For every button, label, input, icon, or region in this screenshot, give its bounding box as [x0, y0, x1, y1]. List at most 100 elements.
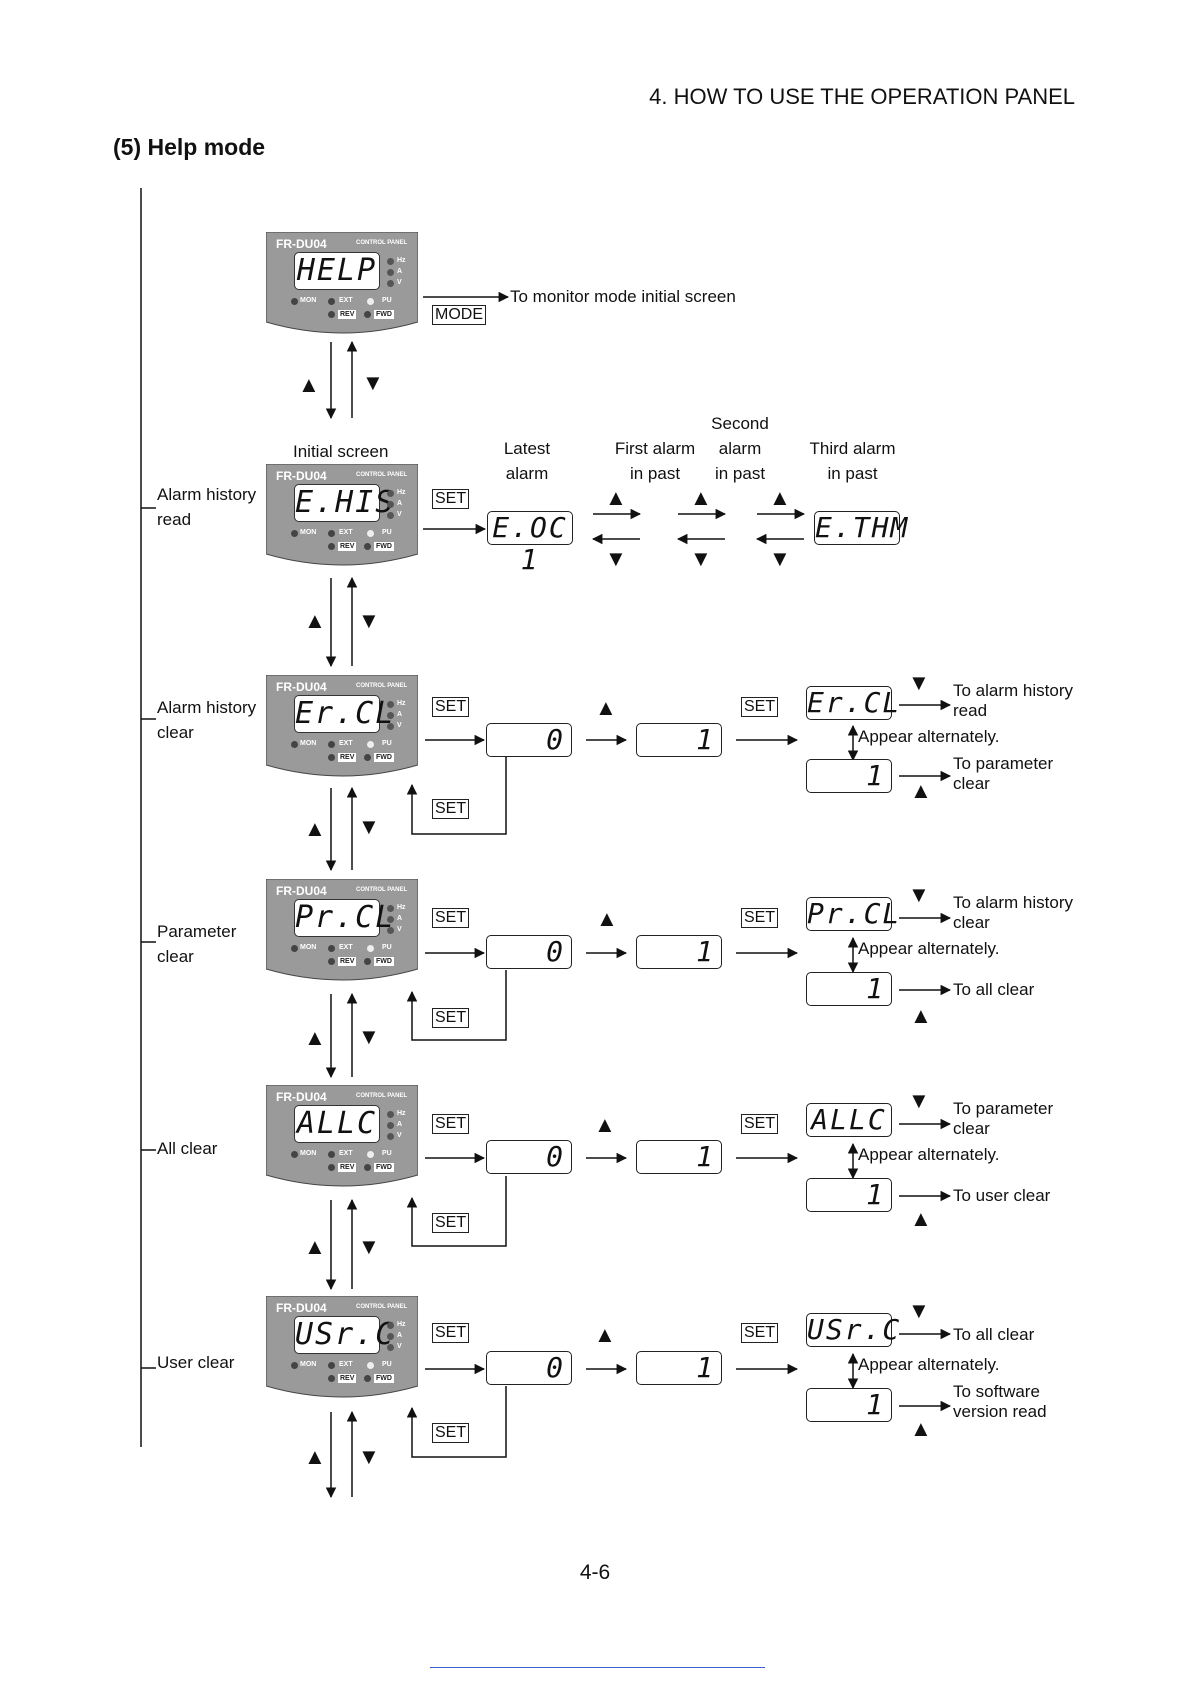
footer-rule	[430, 1667, 765, 1668]
down-key-icon[interactable]: ▼	[605, 546, 627, 571]
set-key[interactable]: SET	[432, 697, 470, 717]
down-key-icon[interactable]: ▼	[358, 608, 380, 633]
led-fwd	[364, 543, 371, 550]
value-display-one: 1	[636, 723, 722, 757]
up-key-icon[interactable]: ▲	[605, 485, 627, 510]
set-key[interactable]: SET	[432, 799, 470, 819]
fwd-key[interactable]: FWD	[374, 753, 394, 762]
led-pu	[367, 298, 374, 305]
to-parameter-clear-note-2: clear	[953, 1119, 990, 1138]
up-key-icon[interactable]: ▲	[304, 608, 326, 633]
down-key-icon[interactable]: ▼	[769, 546, 791, 571]
value-one-text: 1	[696, 1351, 715, 1384]
down-key-icon[interactable]: ▼	[358, 814, 380, 839]
panel-model-label: FR-DU04	[276, 884, 327, 898]
rev-key[interactable]: REV	[338, 1163, 357, 1172]
up-key-icon[interactable]: ▲	[596, 906, 618, 931]
set-key[interactable]: SET	[432, 1323, 470, 1343]
down-key-icon[interactable]: ▼	[690, 546, 712, 571]
indicator-ext: EXT	[339, 1150, 353, 1157]
set-key[interactable]: SET	[741, 1323, 779, 1343]
section-title: (5) Help mode	[113, 134, 266, 160]
down-key-icon[interactable]: ▼	[908, 1298, 930, 1323]
panel-display-text: HELP	[296, 253, 378, 288]
led-a	[387, 269, 394, 276]
set-key[interactable]: SET	[432, 908, 470, 928]
down-key-icon[interactable]: ▼	[358, 1234, 380, 1259]
led-fwd	[364, 958, 371, 965]
led-a	[387, 1122, 394, 1129]
led-v	[387, 927, 394, 934]
up-key-icon[interactable]: ▲	[304, 1025, 326, 1050]
to-all-clear-note: To all clear	[953, 980, 1035, 999]
confirm-display: USr.C	[806, 1313, 899, 1347]
led-rev	[328, 754, 335, 761]
set-key[interactable]: SET	[741, 1114, 779, 1134]
up-key-icon[interactable]: ▲	[304, 1234, 326, 1259]
rev-key[interactable]: REV	[338, 310, 357, 319]
confirm-display-text: ALLC	[811, 1103, 887, 1136]
up-key-icon[interactable]: ▲	[298, 372, 320, 397]
up-key-icon[interactable]: ▲	[910, 1416, 932, 1441]
set-key[interactable]: SET	[432, 1423, 470, 1443]
rev-key[interactable]: REV	[338, 542, 357, 551]
led-pu	[367, 530, 374, 537]
mode-key[interactable]: MODE	[432, 305, 486, 325]
down-key-icon[interactable]: ▼	[362, 370, 384, 395]
rev-key[interactable]: REV	[338, 1374, 357, 1383]
up-key-icon[interactable]: ▲	[304, 1444, 326, 1469]
set-key[interactable]: SET	[741, 908, 779, 928]
up-key-icon[interactable]: ▲	[304, 816, 326, 841]
operation-panel-alarm-history-read: FR-DU04 CONTROL PANEL E.HIS Hz A V MON E…	[266, 464, 418, 574]
fwd-key[interactable]: FWD	[374, 1374, 394, 1383]
rev-key[interactable]: REV	[338, 753, 357, 762]
fwd-key[interactable]: FWD	[374, 310, 394, 319]
fwd-key[interactable]: FWD	[374, 542, 394, 551]
panel-model-label: FR-DU04	[276, 469, 327, 483]
down-key-icon[interactable]: ▼	[908, 1088, 930, 1113]
set-key[interactable]: SET	[432, 489, 470, 509]
confirm-display: Pr.CL	[806, 897, 899, 931]
indicator-v: V	[397, 926, 402, 933]
up-key-icon[interactable]: ▲	[910, 1206, 932, 1231]
operation-panel-alarm-history-clear: FR-DU04 CONTROL PANEL Er.CL Hz A V MON E…	[266, 675, 418, 785]
indicator-pu: PU	[382, 297, 392, 304]
value-display-one: 1	[636, 1351, 722, 1385]
set-key[interactable]: SET	[432, 1114, 470, 1134]
page-number: 4-6	[579, 1561, 611, 1584]
set-key[interactable]: SET	[432, 1213, 470, 1233]
panel-subtitle: CONTROL PANEL	[356, 1304, 408, 1310]
up-key-icon[interactable]: ▲	[690, 485, 712, 510]
down-key-icon[interactable]: ▼	[358, 1444, 380, 1469]
led-a	[387, 712, 394, 719]
up-key-icon[interactable]: ▲	[910, 1003, 932, 1028]
to-parameter-clear-note-1: To parameter	[953, 754, 1054, 773]
set-key[interactable]: SET	[741, 697, 779, 717]
up-key-icon[interactable]: ▲	[594, 1112, 616, 1137]
led-ext	[328, 945, 335, 952]
indicator-ext: EXT	[339, 297, 353, 304]
rev-key[interactable]: REV	[338, 957, 357, 966]
third-alarm-header-2: in past	[827, 464, 878, 483]
to-all-clear-note: To all clear	[953, 1325, 1035, 1344]
down-key-icon[interactable]: ▼	[908, 670, 930, 695]
panel-display-text: Er.CL	[295, 696, 396, 731]
all-clear-label: All clear	[157, 1139, 218, 1158]
up-key-icon[interactable]: ▲	[595, 695, 617, 720]
led-mon	[291, 298, 298, 305]
value-display-one: 1	[806, 1178, 892, 1212]
panel-display: E.HIS	[294, 484, 393, 522]
set-key[interactable]: SET	[432, 1008, 470, 1028]
panel-display: HELP	[294, 252, 380, 290]
led-hz	[387, 490, 394, 497]
up-key-icon[interactable]: ▲	[910, 778, 932, 803]
value-one-text: 1	[866, 1388, 885, 1421]
down-key-icon[interactable]: ▼	[358, 1024, 380, 1049]
first-alarm-header-2: in past	[629, 464, 681, 483]
second-alarm-header-0: Second	[711, 414, 769, 433]
fwd-key[interactable]: FWD	[374, 1163, 394, 1172]
up-key-icon[interactable]: ▲	[594, 1322, 616, 1347]
up-key-icon[interactable]: ▲	[769, 485, 791, 510]
fwd-key[interactable]: FWD	[374, 957, 394, 966]
down-key-icon[interactable]: ▼	[908, 882, 930, 907]
